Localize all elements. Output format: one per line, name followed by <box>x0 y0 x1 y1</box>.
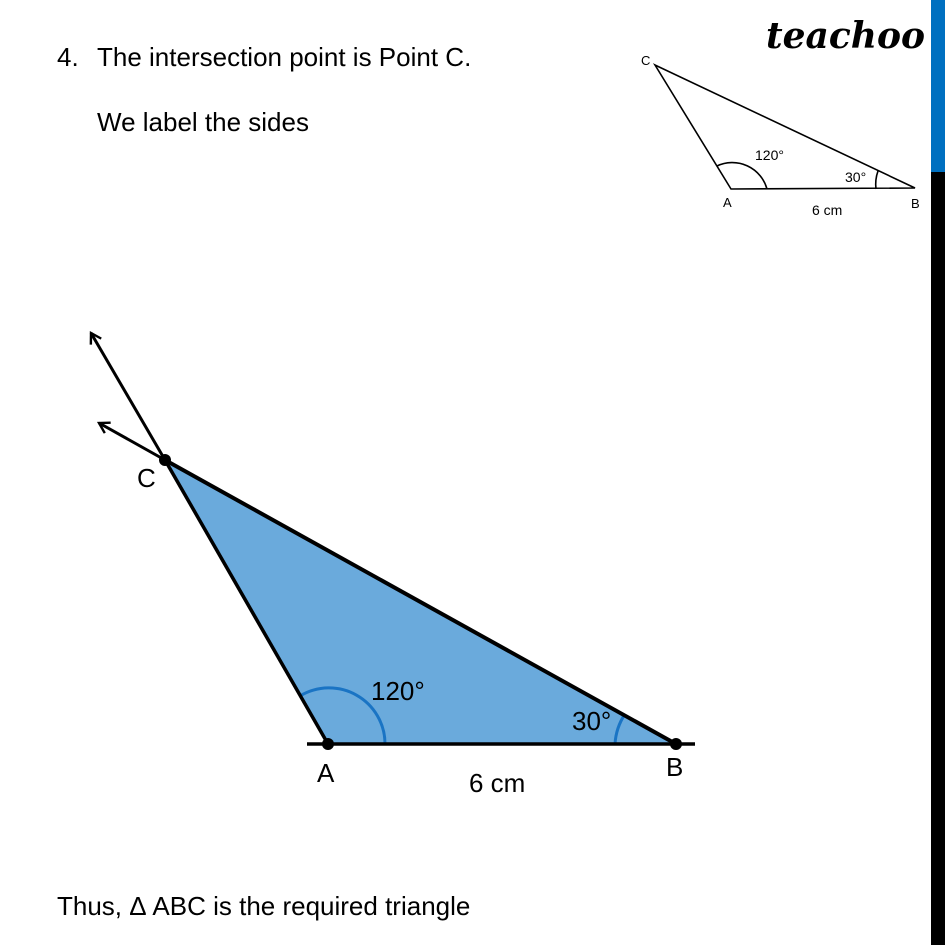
side-ca <box>163 459 330 745</box>
reference-side-ab-label: 6 cm <box>812 202 842 218</box>
conclusion-text: Thus, Δ ABC is the required triangle <box>57 891 471 921</box>
label-a: A <box>317 758 335 788</box>
reference-triangle <box>652 63 916 190</box>
construction-ray-from-b <box>99 423 166 462</box>
reference-label-a: A <box>723 195 732 210</box>
reference-angle-a-arc <box>716 161 768 190</box>
side-ab-label: 6 cm <box>469 768 525 798</box>
vertex-c-point <box>159 454 171 466</box>
reference-angle-b-arc <box>874 170 879 190</box>
label-b: B <box>666 752 683 782</box>
sidebar-bar <box>931 0 945 945</box>
angle-a-arc <box>299 686 387 745</box>
teachoo-logo: teachoo <box>766 15 925 57</box>
vertex-a-point <box>322 738 334 750</box>
step-text: The intersection point is Point C. <box>97 42 472 72</box>
reference-label-b: B <box>911 196 920 211</box>
reference-label-c: C <box>641 53 650 68</box>
step-subtext: We label the sides <box>97 107 309 137</box>
angle-b-label: 30° <box>572 706 611 736</box>
sidebar-accent <box>931 0 945 172</box>
construction-ray-from-a <box>91 333 167 461</box>
label-c: C <box>137 463 156 493</box>
reference-angle-b-label: 30° <box>845 169 866 185</box>
side-cb <box>164 458 677 746</box>
step-number: 4. <box>57 42 79 72</box>
reference-angle-a-label: 120° <box>755 147 784 163</box>
angle-a-label: 120° <box>371 676 425 706</box>
vertex-b-point <box>670 738 682 750</box>
